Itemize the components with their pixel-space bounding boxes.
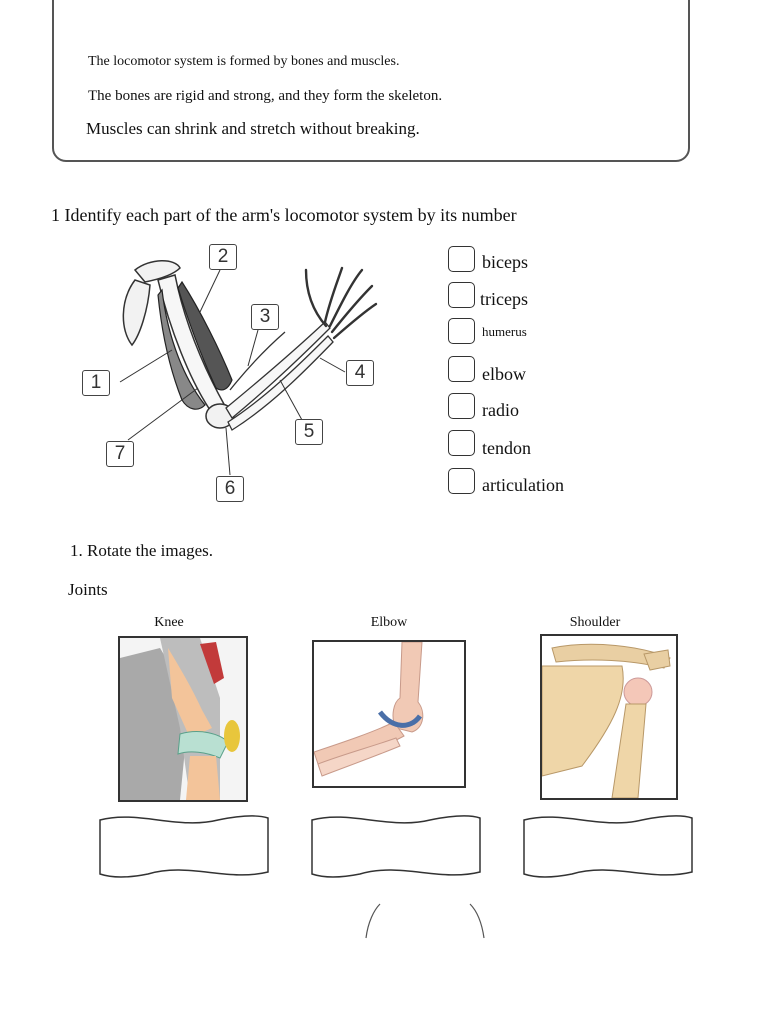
elbow-illustration — [314, 642, 464, 786]
checkbox-biceps[interactable] — [448, 246, 475, 272]
joint-title-knee: Knee — [154, 615, 184, 630]
option-humerus: humerus — [482, 324, 527, 339]
knee-illustration — [120, 638, 246, 800]
clavicle — [133, 260, 181, 283]
pointer-line — [119, 349, 173, 383]
intro-line-2: The bones are rigid and strong, and they… — [88, 88, 443, 104]
question-1-title: 1 Identify each part of the arm's locomo… — [51, 205, 517, 225]
elbow-image — [312, 640, 466, 788]
pointer-line — [319, 357, 346, 373]
intro-line-3: Muscles can shrink and stretch without b… — [86, 119, 420, 138]
checkbox-humerus[interactable] — [448, 318, 475, 344]
joint-title-shoulder: Shoulder — [569, 615, 621, 630]
intro-box — [52, 0, 690, 162]
joint-title-elbow: Elbow — [370, 615, 408, 630]
radius-bone — [225, 321, 331, 419]
question-2-title: 1. Rotate the images. — [70, 541, 214, 560]
pointer-line — [225, 427, 231, 476]
intro-line-1: The locomotor system is formed by bones … — [88, 54, 400, 69]
option-radio: radio — [482, 400, 519, 420]
biceps-muscle — [177, 280, 233, 391]
diagram-number-2: 2 — [209, 244, 237, 270]
ulna-bone — [227, 335, 334, 431]
option-tendon: tendon — [482, 438, 531, 458]
option-triceps: triceps — [480, 289, 528, 309]
checkbox-radio[interactable] — [448, 393, 475, 419]
pointer-line — [127, 387, 199, 441]
option-biceps: biceps — [482, 252, 528, 272]
diagram-number-7: 7 — [106, 441, 134, 467]
diagram-number-3: 3 — [251, 304, 279, 330]
joints-heading: Joints — [68, 580, 108, 599]
tendon — [229, 331, 286, 391]
shoulder-illustration — [542, 636, 676, 798]
option-elbow: elbow — [482, 364, 526, 384]
arm-diagram — [119, 260, 378, 476]
answer-label-knee[interactable] — [98, 812, 270, 880]
diagram-number-5: 5 — [295, 419, 323, 445]
pointer-line — [279, 379, 303, 421]
hand-bones — [304, 266, 378, 340]
knee-image — [118, 636, 248, 802]
pointer-line — [247, 329, 259, 367]
shoulder-image — [540, 634, 678, 800]
checkbox-triceps[interactable] — [448, 282, 475, 308]
checkbox-elbow[interactable] — [448, 356, 475, 382]
diagram-number-1: 1 — [82, 370, 110, 396]
diagram-number-6: 6 — [216, 476, 244, 502]
diagram-number-4: 4 — [346, 360, 374, 386]
checkbox-articulation[interactable] — [448, 468, 475, 494]
pointer-line — [199, 269, 221, 313]
shoulder-bone — [122, 279, 151, 347]
checkbox-tendon[interactable] — [448, 430, 475, 456]
answer-label-elbow[interactable] — [310, 812, 482, 880]
answer-label-shoulder[interactable] — [522, 812, 694, 880]
option-articulation: articulation — [482, 475, 564, 495]
triceps-muscle — [157, 288, 206, 410]
partial-bottom-shape — [365, 903, 485, 939]
